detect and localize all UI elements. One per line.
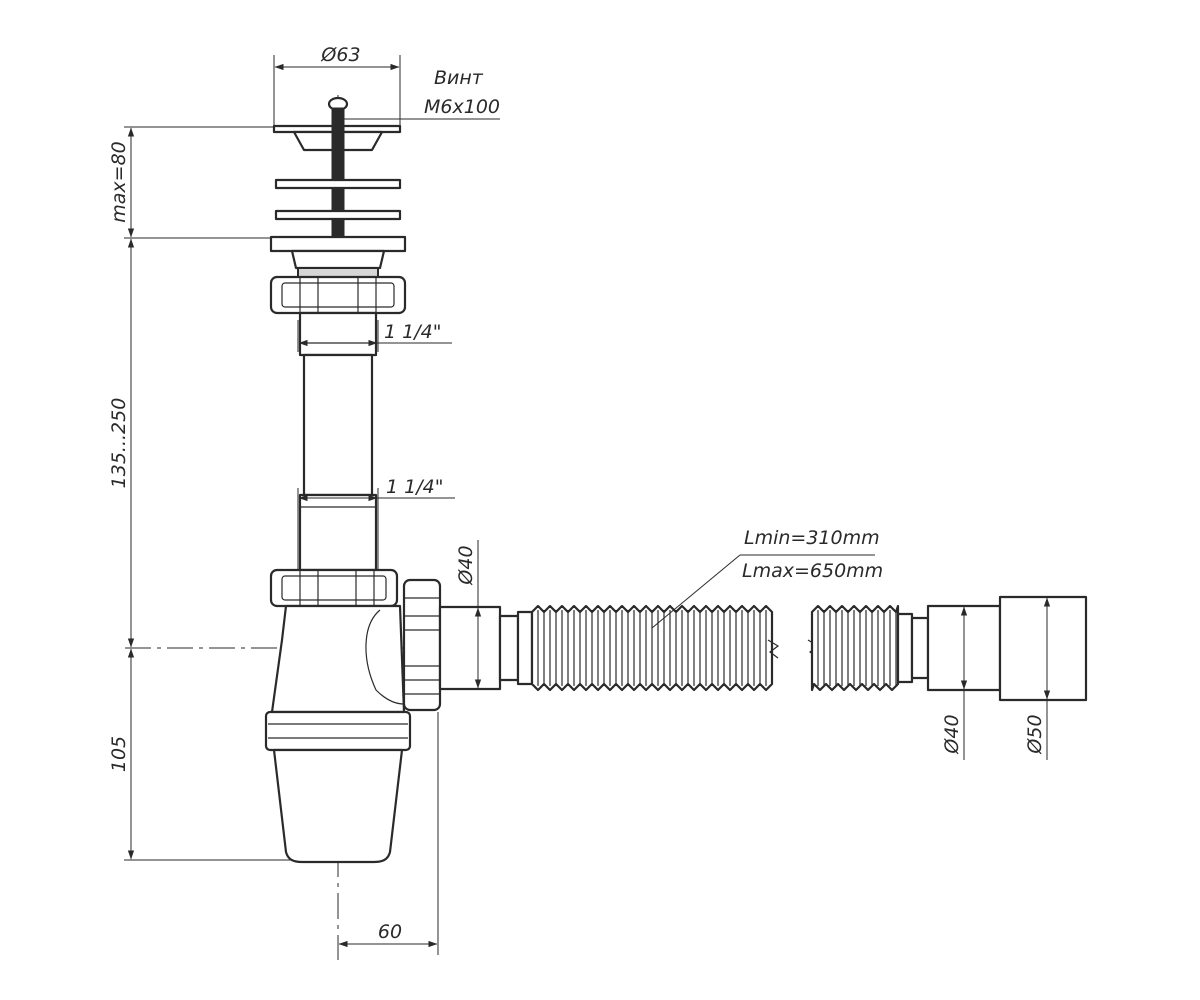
- label-thread-bottom: 1 1/4": [386, 476, 443, 498]
- dim-grate-diameter: Ø63: [273, 44, 401, 126]
- outlet-pipe: [438, 605, 502, 691]
- end-adapter: [910, 595, 1088, 702]
- sink-washers: [269, 178, 407, 253]
- label-pipe-range: 135...250: [108, 398, 130, 489]
- label-end-inner-diameter: Ø40: [941, 714, 963, 754]
- label-outlet-diameter: Ø40: [455, 545, 477, 585]
- label-grate-diameter: Ø63: [320, 44, 360, 66]
- corrugated-hose-left: [516, 604, 774, 692]
- dim-screw-callout: Винт M6x100: [344, 67, 500, 120]
- dim-offset-width: 60: [338, 712, 439, 955]
- dim-hose-length: Lmin=310mm Lmax=650mm: [651, 527, 883, 629]
- corrugated-hose-right: [810, 604, 914, 692]
- dim-bottom-height: 105: [108, 648, 292, 861]
- dim-end-inner-diameter: Ø40: [941, 606, 968, 760]
- hose-connector-left: [498, 614, 520, 682]
- label-screw-size: M6x100: [424, 96, 500, 118]
- label-max-height: max=80: [108, 141, 130, 223]
- label-end-outer-diameter: Ø50: [1024, 714, 1046, 754]
- dim-pipe-range: 135...250: [108, 238, 135, 648]
- dim-max-height: max=80: [108, 126, 274, 239]
- label-screw: Винт: [434, 67, 484, 89]
- label-thread-top: 1 1/4": [384, 321, 441, 343]
- dim-thread-bottom: 1 1/4": [297, 476, 455, 570]
- side-outlet-nut: [402, 578, 442, 712]
- label-hose-lmax: Lmax=650mm: [742, 560, 883, 582]
- label-hose-lmin: Lmin=310mm: [744, 527, 880, 549]
- bottle-siphon-body: [264, 604, 412, 864]
- dim-end-outer-diameter: Ø50: [1024, 597, 1051, 760]
- dim-outlet-diameter: Ø40: [455, 540, 482, 689]
- dim-thread-top: 1 1/4": [297, 320, 452, 352]
- outlet-neck: [290, 249, 386, 278]
- lower-union-nut: [269, 568, 399, 608]
- label-offset-width: 60: [378, 921, 402, 943]
- vertical-pipe: [298, 311, 378, 572]
- upper-union-nut: [269, 275, 407, 315]
- label-bottom-height: 105: [108, 736, 130, 772]
- hose-break-marks: [767, 639, 820, 659]
